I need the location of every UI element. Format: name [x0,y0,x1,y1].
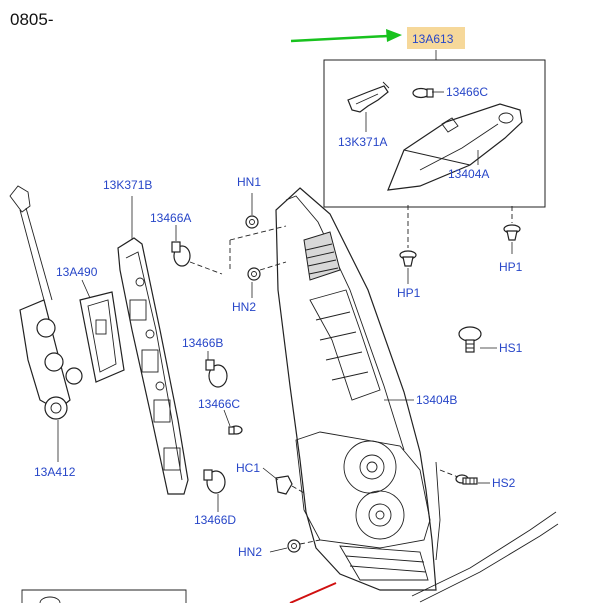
screw-HS2 [455,474,478,485]
green-arrow-icon [290,29,402,43]
bulbholder-13K371A [347,81,390,113]
bulb-13466C-lower [228,425,243,435]
label-HN1[interactable]: HN1 [237,175,261,189]
label-HP1-left[interactable]: HP1 [397,286,421,300]
partial-legend-box [21,589,187,603]
label-13466B[interactable]: 13466B [182,336,223,350]
inset-box [323,59,546,208]
label-HC1[interactable]: HC1 [236,461,260,475]
label-13466A[interactable]: 13466A [150,211,191,225]
label-13466C[interactable]: 13466C [446,85,488,99]
label-13466C-lower[interactable]: 13466C [198,397,240,411]
nut-HN1 [245,215,259,229]
label-13K371B[interactable]: 13K371B [103,178,152,192]
label-HS1[interactable]: HS1 [499,341,523,355]
bulb-13466D [203,469,226,494]
bulbholder-13K371B [117,237,189,495]
bulb-13466C-inset [412,87,434,99]
wiring-13A412 [9,185,83,420]
bulb-13466A [171,241,191,267]
gasket-13A490 [79,291,125,383]
label-13A412[interactable]: 13A412 [34,465,76,479]
label-13A613[interactable]: 13A613 [412,32,454,46]
label-13404B[interactable]: 13404B [416,393,457,407]
body-panel-line [411,511,557,597]
label-13466D[interactable]: 13466D [194,513,236,527]
push-pin-HP1-left [399,250,417,267]
highlight-box [407,27,465,49]
tail-lamp-13404B [275,187,437,591]
nut-HN2-upper [247,267,261,281]
high-mount-lamp-13404A [387,103,523,191]
label-13K371A[interactable]: 13K371A [338,135,387,149]
push-pin-HP1-right [503,224,521,241]
label-13404A[interactable]: 13404A [448,167,489,181]
red-arrow [289,582,337,603]
bulb-13466B [205,359,228,388]
label-HN2-upper[interactable]: HN2 [232,300,256,314]
label-HP1-right[interactable]: HP1 [499,260,523,274]
diagram-code: 0805- [10,10,54,29]
screw-HS1 [458,326,482,353]
label-HN2-lower[interactable]: HN2 [238,545,262,559]
nut-HN2-lower [287,539,301,553]
label-13A490[interactable]: 13A490 [56,265,98,279]
clip-HC1 [275,475,293,495]
label-HS2[interactable]: HS2 [492,476,516,490]
